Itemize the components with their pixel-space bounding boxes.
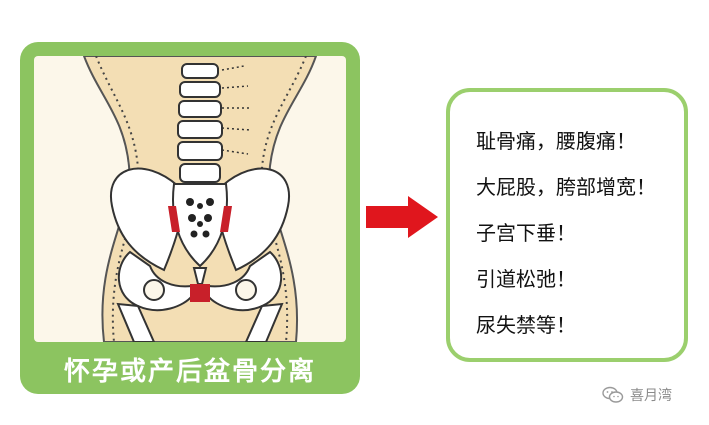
right-arrow-icon bbox=[366, 196, 438, 238]
illustration-caption: 怀孕或产后盆骨分离 bbox=[63, 356, 316, 387]
pelvis-image bbox=[82, 56, 318, 342]
watermark-text: 喜月湾 bbox=[630, 388, 672, 404]
symptom-item: 引道松弛！ bbox=[476, 267, 576, 291]
wechat-icon bbox=[602, 386, 624, 403]
watermark: 喜月湾 bbox=[602, 385, 672, 405]
symptoms-card: 耻骨痛，腰腹痛！ 大屁股，胯部增宽！ 子宫下垂！ 引道松弛！ 尿失禁等！ bbox=[446, 88, 688, 362]
pelvis-illustration-card: 怀孕或产后盆骨分离 bbox=[20, 42, 360, 394]
symptom-item: 耻骨痛，腰腹痛！ bbox=[476, 129, 636, 153]
symptom-item: 尿失禁等！ bbox=[476, 313, 576, 337]
symptoms-list: 耻骨痛，腰腹痛！ 大屁股，胯部增宽！ 子宫下垂！ 引道松弛！ 尿失禁等！ bbox=[450, 92, 684, 356]
pelvis-illustration bbox=[34, 56, 346, 342]
symptom-item: 大屁股，胯部增宽！ bbox=[476, 175, 656, 199]
symptom-item: 子宫下垂！ bbox=[476, 221, 576, 245]
